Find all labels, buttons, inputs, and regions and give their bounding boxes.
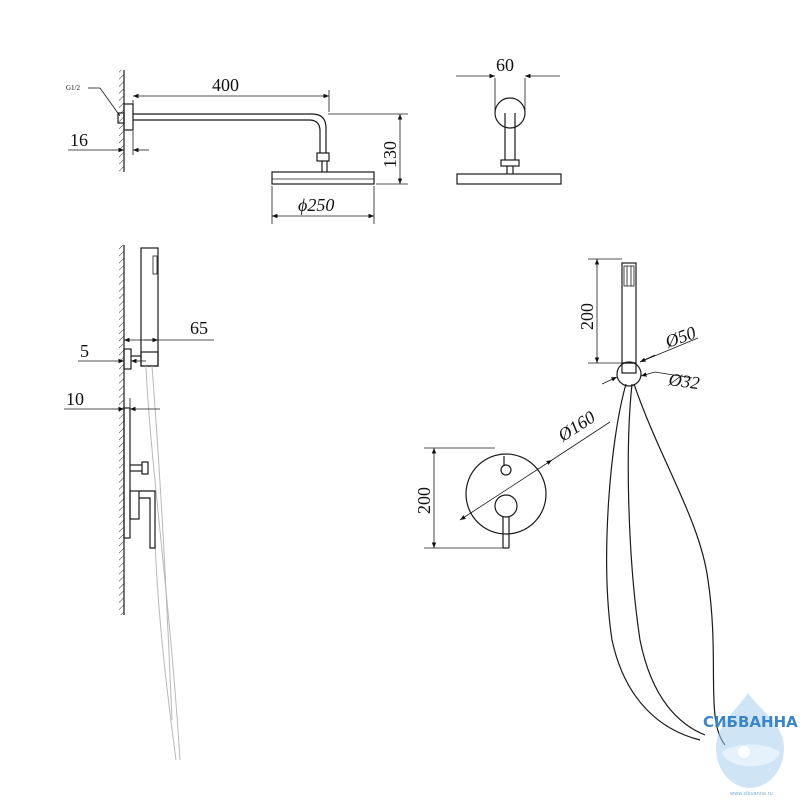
dim-hand-shower-length: 200 (577, 303, 597, 330)
dim-32-leader (654, 371, 693, 379)
dim-head-diameter: ϕ250 (298, 195, 334, 215)
hand-shower-spray-face (152, 255, 158, 275)
dim-hand-shower-flange: Ø50 (662, 322, 699, 352)
overhead-shower-side-view: G1/2 400 16 130 ϕ250 (66, 70, 408, 224)
mixer-front-view: 200 Ø50 Ø32 Ø160 200 (414, 258, 726, 746)
shower-head (271, 171, 375, 185)
shower-arm-bottom (133, 119, 321, 153)
front-wall-flange (494, 97, 526, 129)
thread-connector (117, 112, 125, 124)
mixer-side-view: 65 5 10 (64, 245, 214, 761)
hose-front-right (633, 383, 726, 746)
watermark-brand: СИБВАННА (703, 713, 798, 731)
hose-front-mid (627, 383, 706, 736)
dim-mixer-plate-diameter: Ø160 (553, 407, 598, 446)
dim-hand-shower-outlet: Ø32 (666, 369, 700, 393)
lever-base (129, 490, 140, 520)
mixer-wall-plate (123, 407, 131, 539)
dim-160-line (459, 459, 553, 521)
watermark-url: www.sibvanna.ru (730, 791, 773, 797)
dim-arm-drop: 130 (380, 141, 400, 168)
water-drop-icon (716, 693, 784, 788)
wall-hatch-lower (119, 245, 124, 615)
mixer-front-plate (465, 453, 547, 535)
front-nut (500, 159, 520, 167)
diverter-knob (141, 461, 149, 475)
holder-front-clip (621, 362, 637, 374)
dim-arm-length: 400 (212, 75, 239, 95)
watermark-logo: СИБВАННА www.sibvanna.ru (703, 693, 798, 797)
hose-outer (145, 365, 181, 761)
dim-50-leader (639, 337, 699, 363)
dim-holder-depth: 65 (190, 318, 208, 338)
hand-shower-spray-grid (623, 265, 635, 287)
mascot-face-icon (738, 746, 750, 758)
holder-front-plate (616, 361, 642, 387)
front-shower-head (456, 173, 562, 185)
diverter-front-knob (500, 464, 512, 476)
dim-holder-plate: 5 (80, 341, 89, 361)
dim-50-arrow (639, 354, 656, 363)
dim-mixer-plate: 10 (66, 389, 84, 409)
hose-front-left (606, 383, 701, 741)
dim-32-arrow-left (601, 376, 618, 385)
hose-back (154, 539, 177, 761)
dim-160-leader (551, 421, 611, 461)
shower-arm-top (133, 113, 327, 153)
overhead-shower-front-view: 60 (456, 55, 562, 185)
dim-32-arrow-right (640, 371, 656, 377)
holder-clip (140, 351, 159, 367)
thread-label: G1/2 (66, 84, 81, 92)
hand-shower-body (140, 247, 159, 367)
wall-flange (123, 103, 134, 131)
arm-nut (316, 152, 330, 162)
lever-handle (139, 490, 156, 549)
holder-wall-plate (123, 348, 132, 370)
hose-inner (151, 365, 173, 721)
bathtub-icon (722, 744, 780, 767)
wall-hatch (119, 70, 124, 172)
dim-mixer-height: 200 (414, 487, 434, 514)
lever-front-base (494, 494, 518, 518)
dim-wall-offset: 16 (70, 130, 88, 150)
thread-leader (99, 87, 121, 117)
dim-head-side-width: 60 (496, 55, 514, 75)
